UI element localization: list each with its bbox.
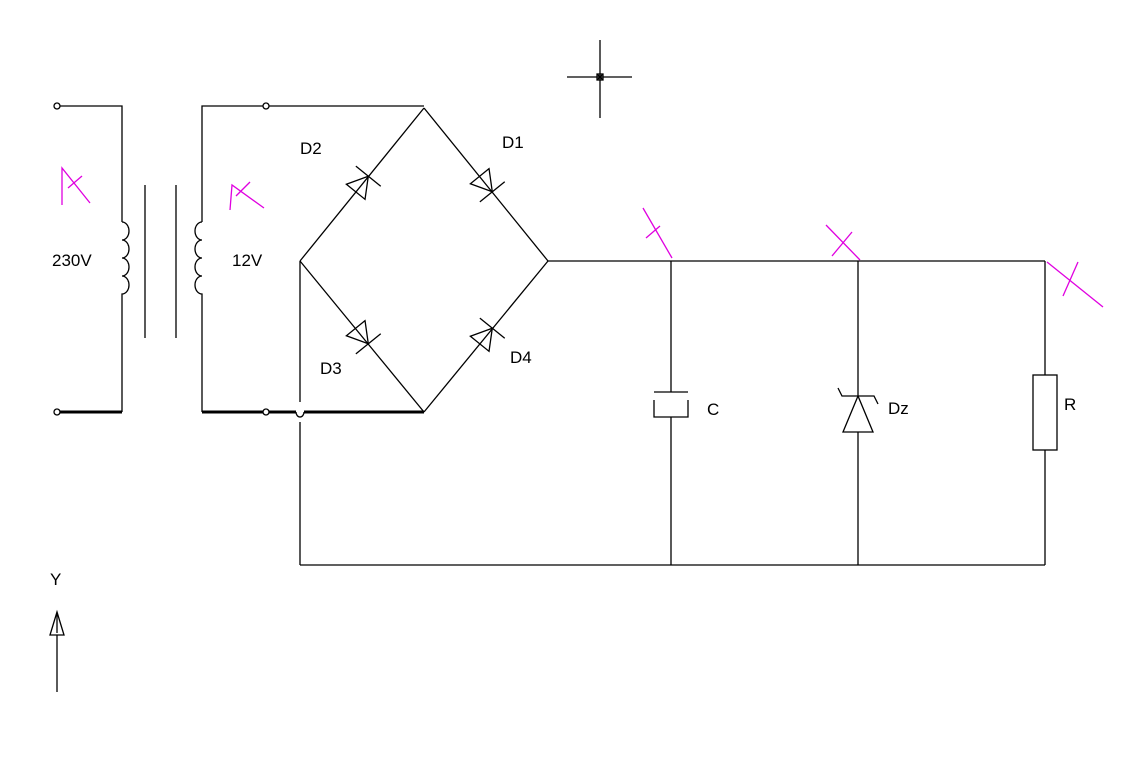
resistor-r[interactable] [1032, 261, 1058, 565]
grip-marker[interactable] [229, 181, 265, 211]
diode-d1[interactable] [467, 166, 506, 203]
capacitor-label: C [707, 400, 719, 419]
ucs-y-label: Y [50, 570, 61, 589]
grip-marker[interactable] [825, 224, 861, 261]
diode-d4[interactable] [467, 317, 506, 354]
transformer: 230V 12V [52, 102, 270, 416]
diode-d2[interactable] [343, 165, 382, 202]
output-rails [300, 260, 1045, 566]
primary-coil [121, 221, 130, 412]
zener-label: Dz [888, 399, 909, 418]
diode-d2-label: D2 [300, 139, 322, 158]
secondary-voltage-label: 12V [232, 251, 263, 270]
grip-marker[interactable] [642, 207, 673, 259]
resistor-label: R [1064, 395, 1076, 414]
primary-winding [53, 102, 130, 416]
capacitor-c[interactable] [653, 261, 689, 565]
secondary-top-terminal[interactable] [262, 102, 270, 110]
bridge-rectifier: D1 D2 D3 D4 [269, 105, 549, 565]
primary-top-terminal[interactable] [53, 102, 61, 110]
diode-d1-label: D1 [502, 133, 524, 152]
selection-markers [61, 166, 1104, 308]
diode-d3[interactable] [343, 318, 382, 355]
grip-marker[interactable] [61, 166, 91, 205]
zener-diode-dz[interactable] [837, 261, 879, 565]
primary-bottom-terminal[interactable] [53, 408, 61, 416]
grip-marker[interactable] [1046, 261, 1104, 308]
ucs-axis-icon: Y [49, 570, 65, 692]
secondary-bottom-terminal[interactable] [262, 408, 270, 416]
diode-d3-label: D3 [320, 359, 342, 378]
primary-voltage-label: 230V [52, 251, 92, 270]
secondary-coil [194, 221, 203, 412]
transformer-core [144, 185, 177, 338]
diode-d4-label: D4 [510, 348, 532, 367]
crosshair-cursor-icon [567, 40, 632, 118]
